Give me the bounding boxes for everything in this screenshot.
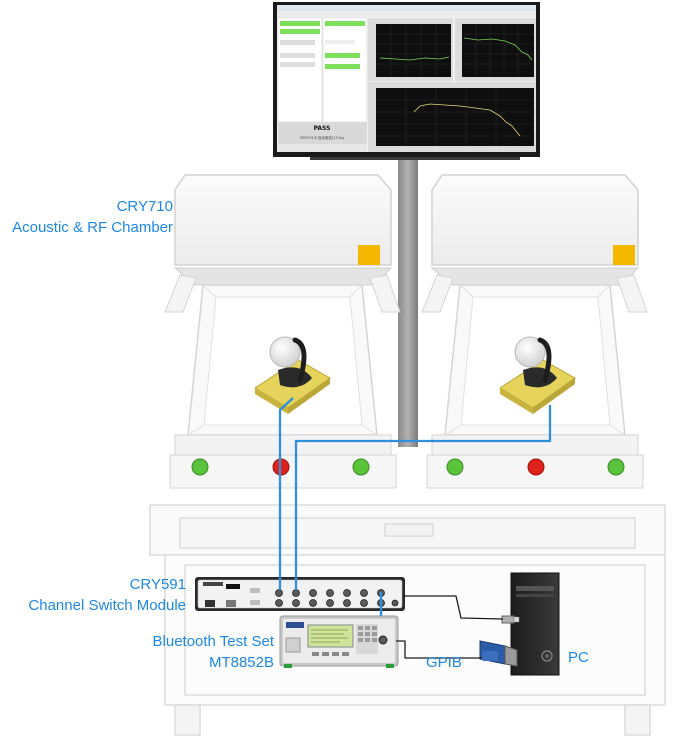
right-test-chamber <box>421 174 648 489</box>
chamber-label-model: CRY710 <box>116 198 173 215</box>
led-green-icon <box>446 458 464 476</box>
led-green-icon <box>607 458 625 476</box>
pc-label: PC <box>568 649 589 666</box>
gpib-connector-icon <box>479 640 518 667</box>
led-green-icon <box>352 458 370 476</box>
bluetooth-test-set <box>279 615 399 668</box>
monitor-icon <box>273 2 540 160</box>
screen-status-text: CRY574 B 自动测试(13.5s) <box>300 135 345 140</box>
warning-box <box>358 245 380 265</box>
pc-tower-icon <box>510 572 560 676</box>
screen-result-text: PASS <box>314 125 331 132</box>
led-green-icon <box>191 458 209 476</box>
channel-switch-module <box>195 577 405 611</box>
switch-label-desc: Channel Switch Module <box>28 597 186 614</box>
test-bench <box>149 504 666 736</box>
warning-box <box>613 245 635 265</box>
led-red-icon <box>527 458 545 476</box>
monitor-pole <box>398 155 418 447</box>
bluetooth-earbud <box>499 336 576 414</box>
usb-plug-icon <box>501 615 520 624</box>
rf-cables <box>278 397 552 616</box>
chamber-label-desc: Acoustic & RF Chamber <box>12 219 173 236</box>
bt-label-model: MT8852B <box>208 654 274 671</box>
connection-cables <box>396 595 504 659</box>
bluetooth-earbud <box>254 336 331 414</box>
gpib-label: GPIB <box>426 654 462 671</box>
left-test-chamber <box>164 174 401 489</box>
bt-label-name: Bluetooth Test Set <box>152 633 274 650</box>
switch-label-model: CRY591 <box>129 576 186 593</box>
